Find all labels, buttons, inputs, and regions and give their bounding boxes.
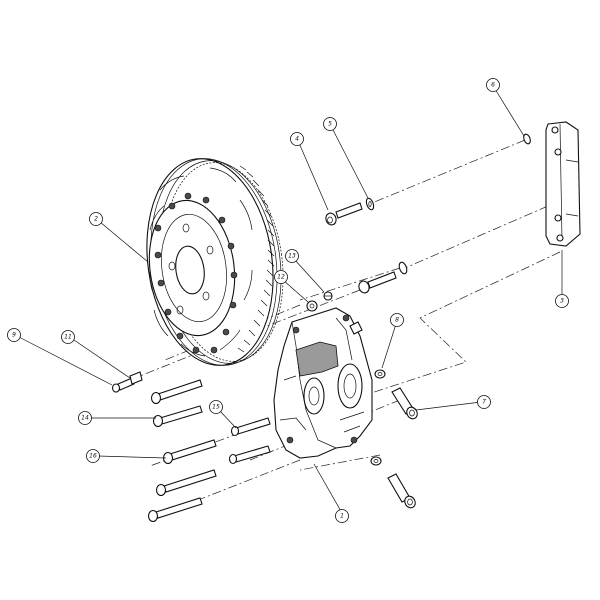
caliper-body xyxy=(273,307,373,459)
callout-14: 14 xyxy=(78,411,92,425)
callout-1-label: 1 xyxy=(340,513,344,520)
callout-2: 2 xyxy=(89,212,103,226)
callout-15: 15 xyxy=(209,400,223,414)
rotor-lug-holes xyxy=(168,223,214,315)
callout-3: 3 xyxy=(555,294,569,308)
nut-13 xyxy=(323,291,333,301)
bolt-7 xyxy=(391,387,418,420)
callout-13-label: 13 xyxy=(288,253,296,260)
rotor-slots xyxy=(149,167,253,357)
brake-rotor xyxy=(146,158,284,366)
callout-7: 7 xyxy=(477,395,491,409)
mounting-bracket xyxy=(545,121,581,247)
callout-14-label: 14 xyxy=(81,415,89,422)
rotor-mounting-bolts xyxy=(154,192,238,354)
nut-12 xyxy=(306,300,318,312)
callout-6-label: 6 xyxy=(491,82,495,89)
callout-11-label: 11 xyxy=(64,334,72,341)
callout-16-label: 16 xyxy=(89,453,97,460)
lower-pin xyxy=(228,445,271,465)
callout-3-label: 3 xyxy=(560,298,564,305)
callout-5: 5 xyxy=(323,117,337,131)
upper-bolt-4 xyxy=(325,202,363,226)
rotor-vent-fins xyxy=(237,165,275,353)
callout-15-label: 15 xyxy=(212,404,220,411)
lower-left-long-bolt-a xyxy=(155,469,217,497)
callout-9-label: 9 xyxy=(12,332,16,339)
callout-4: 4 xyxy=(290,132,304,146)
callout-2-label: 2 xyxy=(94,216,98,223)
lower-right-bolt xyxy=(387,473,416,509)
callout-4-label: 4 xyxy=(295,136,299,143)
callout-12-label: 12 xyxy=(277,274,285,281)
callout-7-label: 7 xyxy=(482,399,486,406)
callout-13: 13 xyxy=(285,249,299,263)
pin-15 xyxy=(230,417,271,437)
bolt-14 xyxy=(152,405,203,428)
callout-11: 11 xyxy=(61,330,75,344)
callout-12: 12 xyxy=(274,270,288,284)
callout-8: 8 xyxy=(390,313,404,327)
clip-11 xyxy=(129,371,143,385)
lower-right-washer xyxy=(370,456,382,466)
callout-1: 1 xyxy=(335,509,349,523)
lower-left-long-bolt-b xyxy=(147,497,203,523)
upper-left-long-bolt xyxy=(150,379,203,405)
washer-6 xyxy=(523,133,531,145)
callout-16: 16 xyxy=(86,449,100,463)
leader-lines xyxy=(16,88,563,514)
callout-6: 6 xyxy=(486,78,500,92)
callout-5-label: 5 xyxy=(328,121,332,128)
bolt-9 xyxy=(111,377,135,393)
callout-8-label: 8 xyxy=(395,317,399,324)
washer-5 xyxy=(365,197,375,211)
callout-9: 9 xyxy=(7,328,21,342)
lower-bracket-bolt xyxy=(358,261,408,294)
bolt-16 xyxy=(162,439,217,465)
washer-8 xyxy=(374,369,386,379)
